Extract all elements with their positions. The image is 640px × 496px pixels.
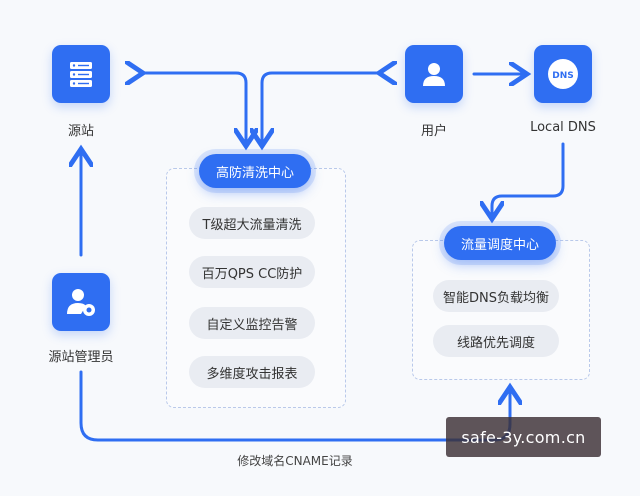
ddos-feature-item: T级超大流量清洗 xyxy=(189,207,315,239)
local-dns-node: DNS xyxy=(534,45,592,103)
user-icon xyxy=(423,63,445,86)
ddos-feature-item: 自定义监控告警 xyxy=(189,307,315,339)
server-icon xyxy=(70,62,92,87)
ddos-center-title: 高防清洗中心 xyxy=(199,154,311,188)
ddos-feature-item: 百万QPS CC防护 xyxy=(189,256,315,288)
origin-server-label: 源站 xyxy=(67,124,95,139)
watermark: safe-3y.com.cn xyxy=(446,417,601,457)
traffic-feature-item: 线路优先调度 xyxy=(433,325,559,357)
traffic-feature-item: 智能DNS负载均衡 xyxy=(433,280,559,312)
dns-icon: DNS xyxy=(548,59,578,89)
edge-dns-to-traffic xyxy=(492,142,565,216)
edge-user-to-center xyxy=(262,73,382,143)
admin-user-gear-icon xyxy=(67,289,95,316)
user-label: 用户 xyxy=(420,124,448,139)
traffic-center-title: 流量调度中心 xyxy=(444,226,556,260)
user-node xyxy=(405,45,463,103)
cname-edge-label: 修改域名CNAME记录 xyxy=(237,454,353,468)
local-dns-label: Local DNS xyxy=(530,120,596,135)
dns-badge-text: DNS xyxy=(552,71,574,81)
origin-admin-label: 源站管理员 xyxy=(48,350,114,365)
origin-admin-node xyxy=(52,273,110,331)
edge-origin-to-center xyxy=(140,73,246,143)
ddos-feature-item: 多维度攻击报表 xyxy=(189,356,315,388)
origin-server-node xyxy=(52,45,110,103)
